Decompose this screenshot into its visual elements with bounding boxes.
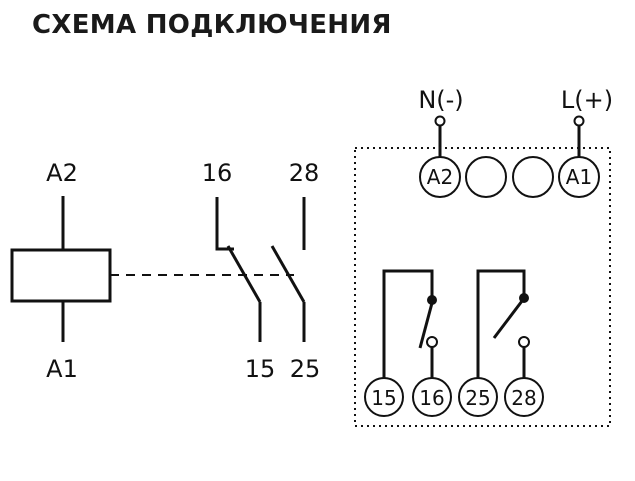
supply-label-line: L(+) <box>561 86 613 114</box>
contact-28-25-blade <box>270 245 306 303</box>
internal-pivot-15 <box>427 295 437 305</box>
terminal-28-label: 28 <box>511 386 536 410</box>
terminal-a2-label: A2 <box>427 165 453 189</box>
contact-label-28: 28 <box>289 159 320 187</box>
device-terminal-block: N(-) L(+) A2 A1 15 16 25 28 <box>354 86 613 427</box>
internal-contact-16 <box>426 336 438 348</box>
contact-label-25: 25 <box>290 355 321 383</box>
internal-blade-25-28 <box>492 300 524 339</box>
contact-28-25: 28 25 <box>270 159 321 383</box>
terminal-25 <box>458 377 498 417</box>
contact-16-lead <box>215 197 234 251</box>
coil-label-a2: A2 <box>46 159 78 187</box>
terminal-28 <box>504 377 544 417</box>
supply-label-neutral: N(-) <box>418 86 463 114</box>
relay-coil: A2 A1 <box>10 159 112 383</box>
terminal-a1-label: A1 <box>566 165 592 189</box>
device-outline-dotted <box>354 147 611 427</box>
supply-line-pin <box>573 115 585 127</box>
internal-blade-15-16 <box>418 302 434 349</box>
terminal-a1 <box>558 156 600 198</box>
terminal-15-label: 15 <box>371 386 396 410</box>
internal-contact-28 <box>518 336 530 348</box>
terminal-25-label: 25 <box>465 386 490 410</box>
coil-body <box>10 248 112 303</box>
contact-label-15: 15 <box>245 355 276 383</box>
terminal-15 <box>364 377 404 417</box>
contact-16-15: 16 15 <box>202 159 276 383</box>
terminal-a2 <box>419 156 461 198</box>
internal-pivot-25 <box>519 293 529 303</box>
terminal-unused-2 <box>512 156 554 198</box>
supply-neutral-pin <box>434 115 446 127</box>
contact-label-16: 16 <box>202 159 233 187</box>
coil-label-a1: A1 <box>46 355 78 383</box>
page-title: СХЕМА ПОДКЛЮЧЕНИЯ <box>32 10 392 40</box>
terminal-16 <box>412 377 452 417</box>
contact-16-15-blade <box>226 245 262 303</box>
terminal-16-label: 16 <box>419 386 444 410</box>
terminal-unused-1 <box>465 156 507 198</box>
internal-wire-15 <box>382 269 434 378</box>
internal-wire-25 <box>476 269 526 378</box>
